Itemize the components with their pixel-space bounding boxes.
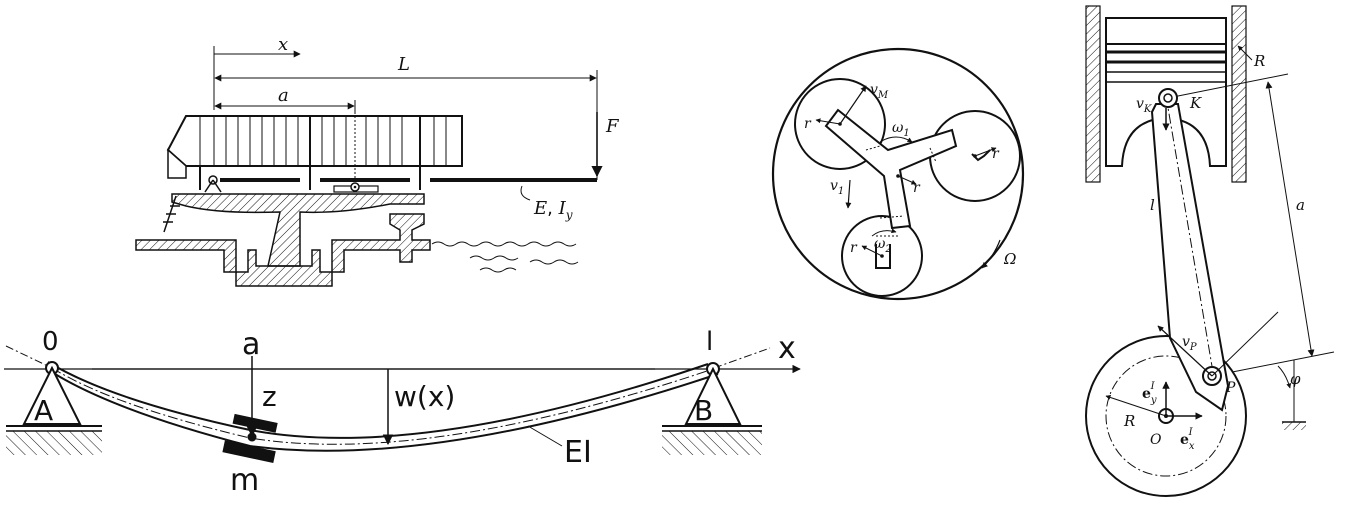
rotor-label-r4: r [850,240,858,256]
crane-label-F: F [605,116,620,137]
engine-diagram: R a K vK l P vP φ R O [1085,5,1335,497]
engine-label-vK: vK [1136,96,1152,115]
crane-label-x: x [278,34,288,55]
rotor-label-Omega: Ω [1003,250,1016,268]
rotor-label-r3: r [913,180,921,196]
engine-conrod [1150,103,1230,412]
rotor-frame [824,108,958,230]
engine-label-R-top: R [1253,52,1265,70]
crane-diagram: x L a F [135,34,620,287]
beam-label-w: w(x) [394,380,455,413]
beam-label-0: 0 [42,327,59,357]
engine-label-a: a [1296,196,1305,214]
beam-support-A [22,365,82,425]
beam-label-B: B [694,394,713,427]
engine-label-P: P [1225,380,1236,396]
engine-label-ex: exI [1180,427,1195,452]
beam-support-B [684,366,742,425]
beam-label-a: a [242,327,260,362]
engine-label-R: R [1123,412,1135,430]
beam-body [47,361,709,439]
beam-label-x: x [778,331,796,366]
crane-container [166,115,463,167]
beam-diagram: x 0 l a A B z m [4,327,801,498]
engine-label-phi: φ [1290,370,1301,388]
engine-label-ey: eyI [1142,381,1157,406]
rotor-label-vM: vM [870,82,889,101]
rotor-label-r1: r [804,116,812,132]
beam-mass [222,413,278,463]
beam-label-l: l [706,327,713,357]
rotor-diagram: r r r r vM v1 ω1 ω2 Ω [771,47,1025,301]
beam-label-z: z [262,380,277,413]
crane-foundation [135,213,431,287]
beam-label-EI: EI [564,435,592,470]
rotor-label-omega1: ω1 [892,120,910,139]
crane-label-L: L [397,54,410,75]
beam-label-m: m [230,463,259,498]
rotor-label-v1: v1 [830,178,844,197]
engine-label-l: l [1150,196,1155,214]
rotor-label-omega2: ω2 [874,236,892,255]
engine-a-dimension [1265,81,1315,357]
engine-label-O: O [1150,432,1162,448]
crane-label-stiffness: E, Iy [533,198,573,222]
engine-label-K: K [1189,94,1202,112]
rotor-label-r2: r [992,146,1000,162]
engine-label-vP: vP [1182,334,1197,353]
crane-label-a: a [278,85,289,106]
beam-label-A: A [34,394,53,427]
crane-deck [171,193,425,267]
